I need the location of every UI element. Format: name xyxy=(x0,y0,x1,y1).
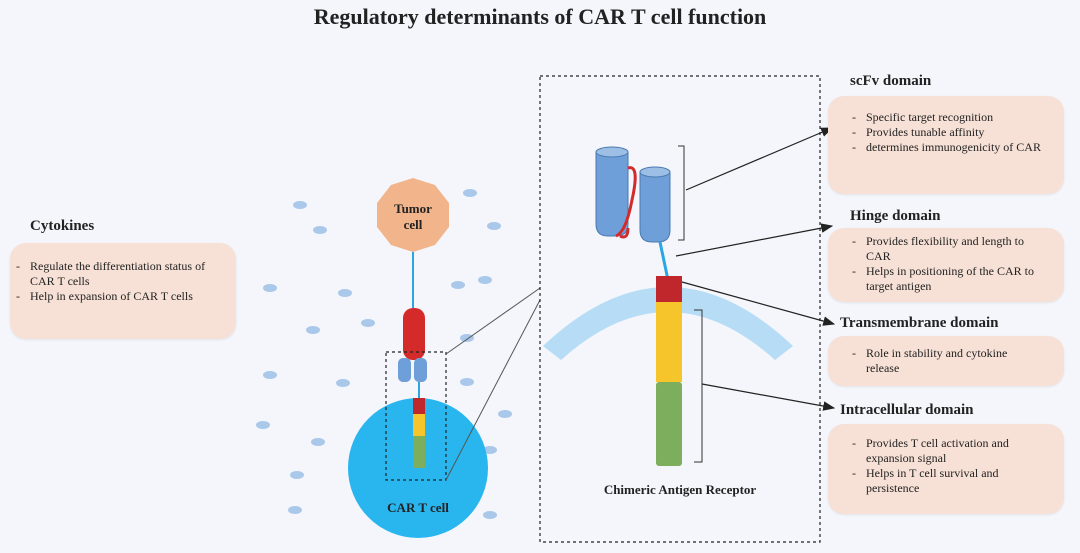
cytokines-heading: Cytokines xyxy=(30,218,95,234)
receptor-detail-box xyxy=(539,75,821,543)
cell-membrane xyxy=(543,287,793,360)
hinge-panel: Provides flexibility and length to CAR H… xyxy=(828,228,1064,302)
receptor-caption: Chimeric Antigen Receptor xyxy=(603,482,757,497)
small-car-receptor xyxy=(398,308,427,468)
tumor-cell-label: Tumor cell xyxy=(394,201,432,232)
intracellular-heading: Intracellular domain xyxy=(840,402,974,418)
scfv-heading: scFv domain xyxy=(850,73,932,89)
car-t-cell-label: CAR T cell xyxy=(387,500,449,515)
cytokine-dots xyxy=(256,189,512,519)
hinge-bullet: Helps in positioning of the CAR to targe… xyxy=(846,264,1048,294)
scfv-bullet: Provides tunable affinity xyxy=(846,125,1048,140)
large-car-receptor xyxy=(595,146,682,466)
intracellular-bullet: Helps in T cell survival and persistence xyxy=(846,466,1048,496)
transmembrane-heading: Transmembrane domain xyxy=(840,315,999,331)
scfv-bullet: Specific target recognition xyxy=(846,110,1048,125)
hinge-bullet: Provides flexibility and length to CAR xyxy=(846,234,1048,264)
cytokines-bullet: Regulate the differentiation status of C… xyxy=(10,259,236,289)
scfv-bullet: determines immunogenicity of CAR xyxy=(846,140,1048,155)
transmembrane-bullet: Role in stability and cytokine release xyxy=(846,346,1024,376)
diagram-title: Regulatory determinants of CAR T cell fu… xyxy=(313,4,767,29)
cytokines-panel: Regulate the differentiation status of C… xyxy=(10,243,236,339)
intracellular-bullet: Provides T cell activation and expansion… xyxy=(846,436,1048,466)
annotation-arrows xyxy=(675,127,836,411)
transmembrane-panel: Role in stability and cytokine release xyxy=(828,336,1064,386)
zoom-box xyxy=(385,351,447,481)
cytokines-bullet: Help in expansion of CAR T cells xyxy=(10,289,236,304)
domain-brackets xyxy=(678,145,703,463)
tumor-cell xyxy=(377,178,449,252)
hinge-heading: Hinge domain xyxy=(850,208,941,224)
intracellular-panel: Provides T cell activation and expansion… xyxy=(828,424,1064,514)
scfv-panel: Specific target recognition Provides tun… xyxy=(828,96,1064,194)
